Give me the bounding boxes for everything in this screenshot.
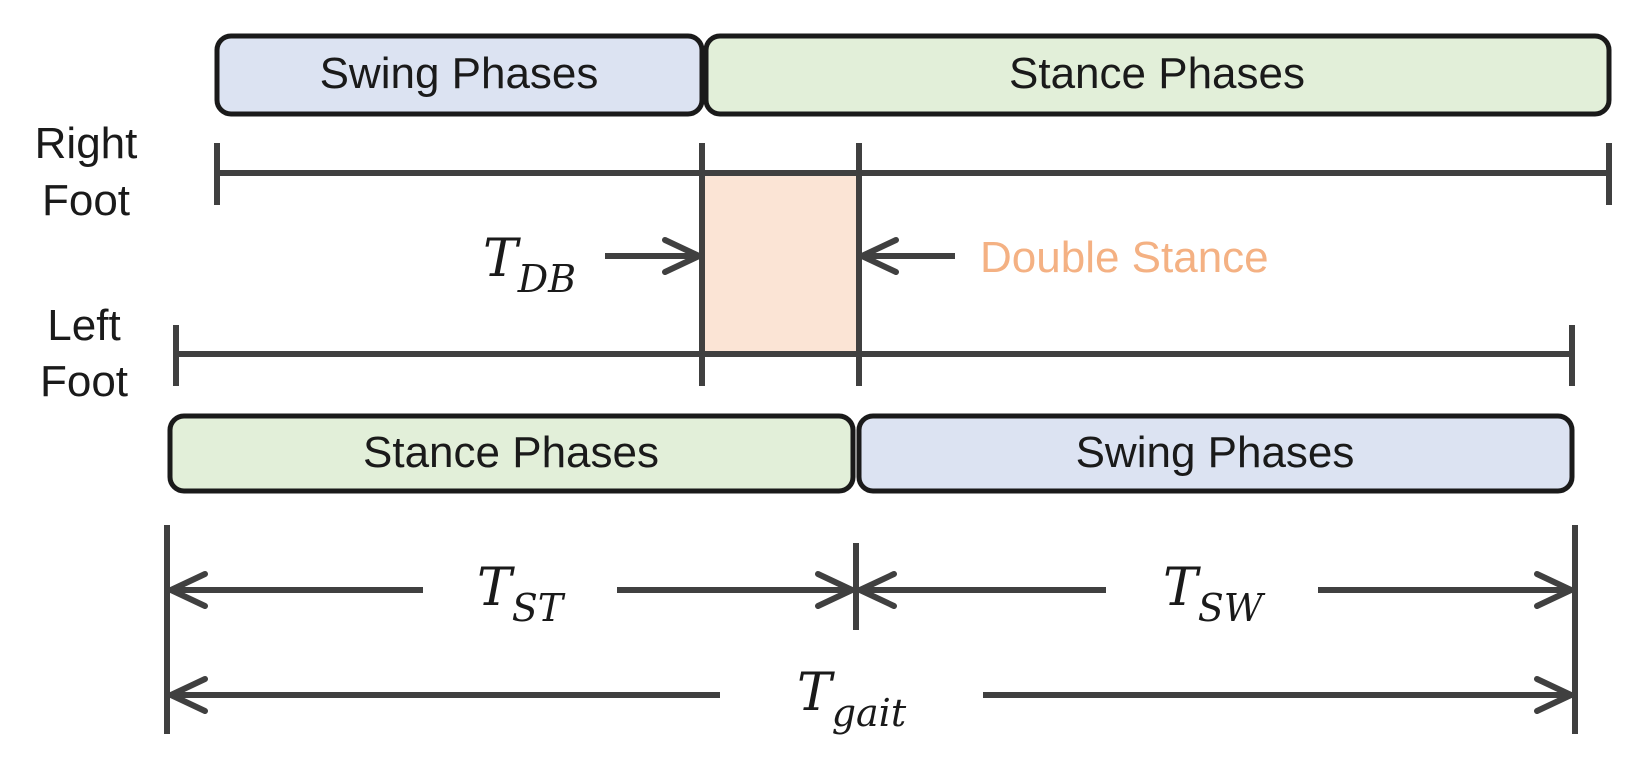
t-db-base: T [483, 229, 521, 289]
t-gait-subscript: gait [832, 691, 907, 735]
t-db-subscript: DB [517, 257, 576, 301]
left-stance-phase-box [167, 413, 856, 494]
t-sw-symbol: TSW [1163, 558, 1266, 630]
left-foot-timeline [173, 325, 1575, 386]
left-swing-phase-box [856, 413, 1575, 494]
t-st-subscript: ST [512, 586, 566, 630]
t-st-symbol: TST [477, 558, 566, 630]
t-sw-base: T [1163, 558, 1201, 618]
left-foot-phases: Stance Phases Swing Phases [167, 413, 1575, 494]
double-stance-annotation: TDB Double Stance [483, 229, 1269, 301]
left-stance-phase-label: Stance Phases [363, 428, 659, 477]
double-stance-boundaries [699, 143, 862, 386]
t-sw-subscript: SW [1198, 586, 1266, 630]
right-foot-label-line2: Foot [42, 176, 130, 225]
left-foot-label-line1: Left [47, 301, 120, 350]
left-foot-label-line2: Foot [40, 357, 128, 406]
right-foot-label-line1: Right [35, 119, 138, 168]
t-gait-symbol: Tgait [797, 663, 907, 735]
double-stance-region [704, 176, 858, 352]
right-stance-phase-label: Stance Phases [1009, 49, 1305, 98]
right-swing-phase-box [214, 33, 705, 117]
foot-labels: Right Foot Left Foot [35, 119, 138, 406]
double-stance-label: Double Stance [980, 233, 1269, 282]
t-st-base: T [477, 558, 515, 618]
right-foot-timeline [214, 143, 1612, 205]
left-swing-phase-label: Swing Phases [1076, 428, 1355, 477]
right-swing-phase-label: Swing Phases [320, 49, 599, 98]
t-gait-base: T [797, 663, 835, 723]
right-stance-phase-box [703, 33, 1612, 117]
duration-dimensions: TST TSW Tgait [164, 525, 1578, 735]
t-db-symbol: TDB [483, 229, 576, 301]
right-foot-phases: Swing Phases Stance Phases [214, 33, 1612, 117]
